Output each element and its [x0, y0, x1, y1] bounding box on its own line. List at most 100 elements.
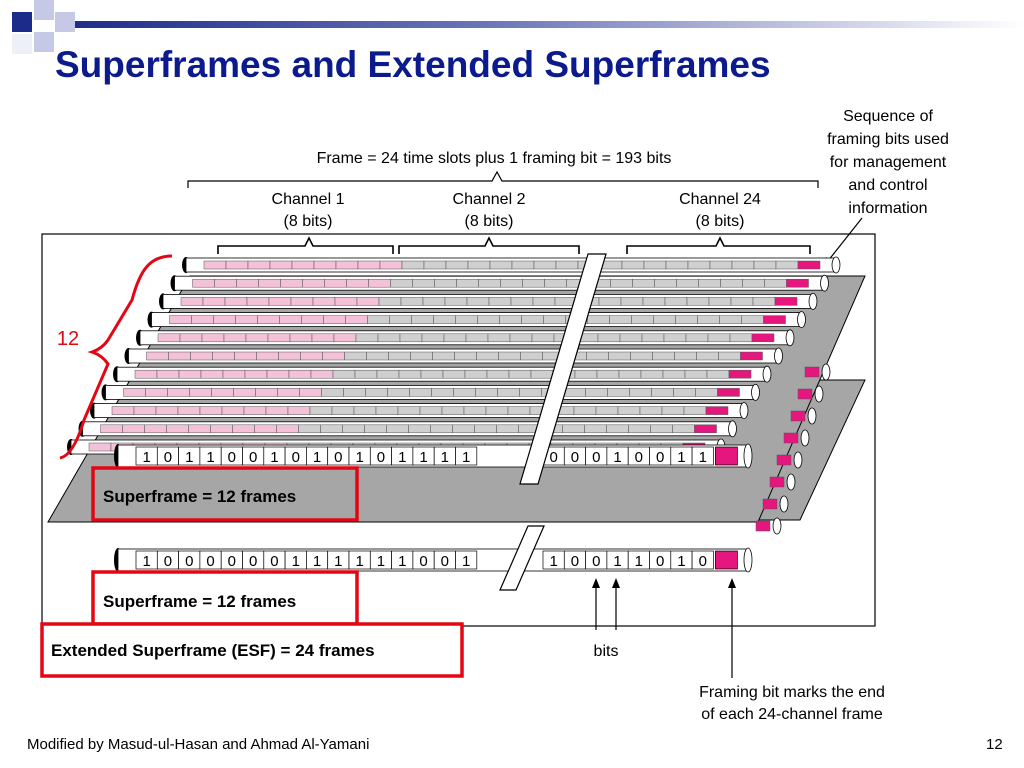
bit-cell: [691, 446, 714, 466]
slot-cell: [247, 260, 271, 270]
slot-cell: [344, 351, 367, 361]
bit-value: 1: [677, 449, 685, 466]
slot-cell: [199, 406, 223, 415]
slot-cell: [177, 406, 201, 415]
slot-cell: [168, 351, 191, 361]
slot-cell: [288, 369, 312, 379]
slot-cell: [202, 297, 226, 306]
slot-cell: [631, 315, 654, 324]
slot-cell: [453, 388, 476, 397]
slot-cell: [365, 388, 388, 397]
slot-cell: [718, 351, 741, 361]
slot-cell: [519, 388, 542, 397]
bit-value: 0: [419, 553, 427, 570]
framing-note: Sequence of framing bits used for manage…: [827, 108, 949, 217]
row-cap-right: [786, 473, 796, 491]
slot-cell: [398, 369, 422, 379]
row-cap-right: [774, 347, 783, 365]
slot-cell: [608, 351, 631, 361]
slot-cell: [719, 315, 742, 324]
slot-cell: [386, 424, 409, 434]
header-gradient-bar: [60, 21, 1024, 28]
row-cap-right: [800, 429, 810, 447]
bit-value: 0: [228, 553, 236, 570]
row-cap-right: [743, 443, 753, 469]
bit-value: 1: [419, 449, 427, 466]
slot-cell: [410, 351, 433, 361]
bit-value: 1: [441, 449, 449, 466]
slot-cell: [752, 297, 776, 306]
slot-cell: [596, 369, 620, 379]
slot-cell: [475, 388, 498, 397]
slot-cell: [441, 406, 465, 415]
slot-cell: [246, 297, 270, 306]
bit-value: 1: [313, 449, 321, 466]
slot-cell: [367, 315, 390, 324]
superframe-highlight-upper: [91, 466, 359, 522]
slot-cell: [376, 369, 400, 379]
slot-cell: [452, 424, 475, 434]
framing-bit-cell: [797, 388, 813, 400]
slot-cell: [663, 333, 687, 343]
slot-cell: [507, 406, 531, 415]
slot-cell: [741, 315, 764, 324]
slot-cell: [156, 369, 180, 379]
slot-cell: [543, 315, 566, 324]
slot-cell: [443, 333, 467, 343]
frame-brace: [187, 170, 819, 188]
bit-value: 0: [571, 553, 579, 570]
slot-cell: [155, 406, 179, 415]
bit-value: 0: [656, 449, 664, 466]
slot-cell: [465, 333, 489, 343]
slot-cell: [322, 351, 345, 361]
slot-cell: [313, 260, 337, 270]
bit-value: 1: [462, 553, 470, 570]
slot-cell: [212, 351, 235, 361]
slot-cell: [562, 424, 585, 434]
framing-bit-cell: [776, 454, 792, 466]
slot-cell: [211, 388, 234, 397]
bit-value: 1: [613, 449, 621, 466]
slot-cell: [256, 351, 279, 361]
framing-bit-cell: [717, 388, 740, 397]
slot-cell: [607, 388, 630, 397]
slot-cell: [269, 260, 293, 270]
slot-cell: [731, 260, 755, 270]
slot-cell: [277, 388, 300, 397]
framing-note-line: information: [848, 200, 927, 217]
bit-value: 1: [185, 449, 193, 466]
slot-cell: [455, 315, 478, 324]
slot-cell: [278, 351, 301, 361]
slot-cell: [334, 297, 358, 306]
slot-cell: [323, 315, 346, 324]
slot-cell: [192, 278, 215, 288]
slot-cell: [496, 424, 519, 434]
framing-bit-cell: [728, 369, 752, 379]
slot-cell: [321, 388, 344, 397]
row-cap-right: [807, 407, 817, 425]
slot-cell: [333, 333, 357, 343]
slot-cell: [409, 388, 432, 397]
slot-cell: [530, 369, 554, 379]
slot-cell: [532, 297, 556, 306]
slot-cell: [364, 424, 387, 434]
slot-cell: [574, 369, 598, 379]
bit-value: 0: [270, 553, 278, 570]
slot-cell: [169, 315, 192, 324]
bit-value: 1: [355, 553, 363, 570]
slot-cell: [291, 260, 315, 270]
row-cap-right: [793, 451, 803, 469]
slot-cell: [332, 369, 356, 379]
slot-cell: [257, 315, 280, 324]
slot-cell: [640, 369, 664, 379]
slot-cell: [145, 388, 168, 397]
row-cap-right: [808, 292, 818, 310]
row-cap-right: [820, 274, 829, 292]
page-number: 12: [986, 736, 1003, 753]
plate-front: [93, 468, 757, 516]
slot-cell: [729, 333, 753, 343]
slot-cell: [268, 297, 292, 306]
slot-cell: [675, 315, 698, 324]
